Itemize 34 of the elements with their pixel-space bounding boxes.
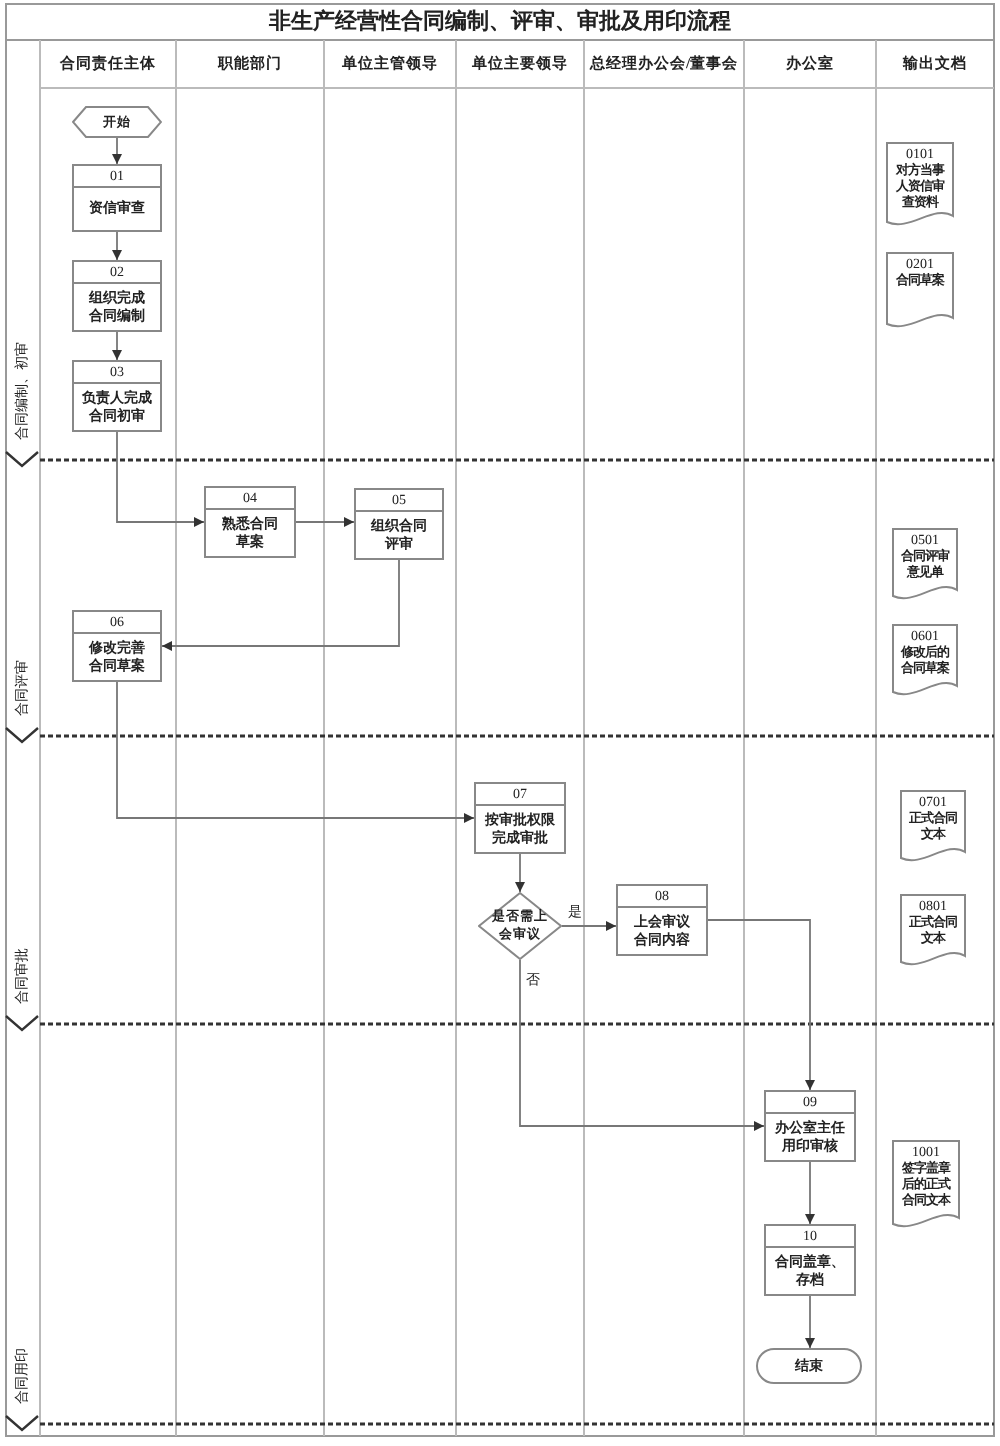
arrow (805, 1295, 815, 1349)
document-shape (892, 624, 958, 700)
process-box (354, 488, 444, 560)
arrow (805, 1161, 815, 1225)
arrow (519, 959, 765, 1131)
process-box (72, 260, 162, 332)
document-shape (900, 790, 966, 866)
process-box (474, 782, 566, 854)
start-terminal (72, 106, 162, 138)
decision-diamond (478, 892, 562, 960)
arrow (112, 331, 122, 361)
document-shape (886, 252, 954, 332)
process-box (72, 610, 162, 682)
process-box (764, 1224, 856, 1296)
arrow (116, 431, 205, 527)
process-box (72, 360, 162, 432)
document-shape (892, 1140, 960, 1232)
arrow (707, 919, 815, 1091)
arrow (116, 681, 475, 823)
process-box (616, 884, 708, 956)
arrow (295, 517, 355, 527)
document-shape (892, 528, 958, 604)
process-box (72, 164, 162, 232)
end-terminal (756, 1348, 862, 1384)
arrow (112, 137, 122, 165)
arrow (561, 921, 617, 931)
process-box (204, 486, 296, 558)
arrow (112, 231, 122, 261)
arrow (515, 853, 525, 893)
process-box (764, 1090, 856, 1162)
document-shape (900, 894, 966, 970)
document-shape (886, 142, 954, 230)
diagram-title: 非生产经营性合同编制、评审、审批及用印流程 (267, 7, 733, 38)
arrow (161, 559, 400, 651)
